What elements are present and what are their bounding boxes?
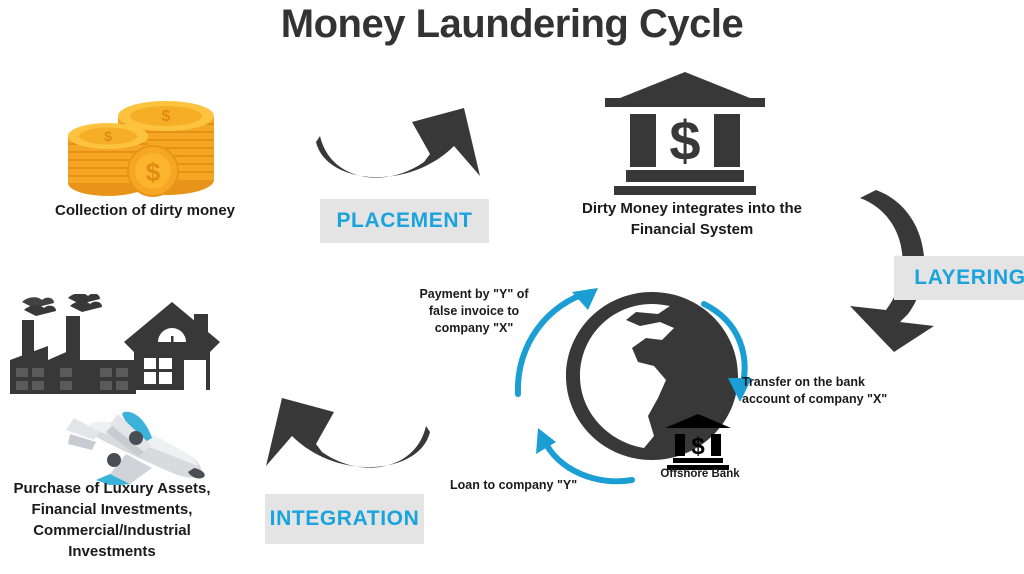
coin-stack-icon: $ $ $: [58, 88, 248, 198]
annotation-loan-to-company: Loan to company "Y": [450, 478, 578, 492]
caption-collection-of-dirty-money: Collection of dirty money: [54, 202, 235, 219]
annotation-payment-line3: company "X": [434, 321, 514, 335]
stage-label-integration[interactable]: INTEGRATION: [265, 494, 424, 544]
annotation-payment-line1: Payment by "Y" of: [419, 287, 529, 301]
caption-luxury-assets: Purchase of Luxury Assets, Financial Inv…: [0, 478, 232, 562]
annotation-transfer-line1: Transfer on the bank: [742, 375, 865, 389]
bank-icon: $: [600, 70, 770, 205]
stage-label-layering[interactable]: LAYERING: [894, 256, 1024, 300]
curved-arrow-up-left-icon: [252, 392, 434, 482]
cyan-arrow-up-right-icon: [500, 278, 612, 402]
svg-text:$: $: [104, 128, 112, 144]
cyan-arrow-down-icon: [698, 298, 764, 408]
caption-financial-system-line1: Dirty Money integrates into the: [581, 200, 803, 217]
caption-luxury-line3: Commercial/Industrial: [33, 522, 191, 539]
svg-text:$: $: [691, 433, 705, 460]
stage-label-placement[interactable]: PLACEMENT: [320, 199, 489, 243]
caption-luxury-line1: Purchase of Luxury Assets,: [13, 480, 211, 497]
stage-label-layering-text: LAYERING: [914, 266, 1024, 289]
offshore-bank-icon: $: [663, 412, 733, 470]
svg-text:$: $: [669, 109, 700, 172]
curved-arrow-up-right-icon: [312, 100, 504, 192]
factory-icon: [8, 293, 138, 399]
cyan-arrow-right-icon: [528, 424, 638, 488]
caption-financial-system-line2: Financial System: [630, 221, 754, 238]
annotation-transfer-line2: account of company "X": [742, 392, 888, 406]
house-icon: [122, 296, 222, 396]
caption-offshore-bank: Offshore Bank: [660, 468, 740, 480]
page-title: Money Laundering Cycle: [280, 2, 744, 46]
caption-luxury-line2: Financial Investments,: [31, 501, 193, 518]
annotation-payment-false-invoice: Payment by "Y" of false invoice to compa…: [400, 286, 548, 337]
annotation-payment-line2: false invoice to: [428, 304, 520, 318]
stage-label-placement-text: PLACEMENT: [336, 209, 473, 232]
annotation-transfer-bank-account: Transfer on the bank account of company …: [742, 374, 932, 408]
svg-text:$: $: [162, 108, 171, 125]
svg-text:$: $: [146, 157, 161, 187]
stage-label-integration-text: INTEGRATION: [269, 507, 420, 530]
caption-luxury-line4: Investments: [68, 543, 156, 560]
caption-financial-system: Dirty Money integrates into the Financia…: [537, 198, 847, 240]
curved-arrow-down-left-icon: [842, 186, 962, 352]
airplane-icon: [52, 390, 237, 486]
